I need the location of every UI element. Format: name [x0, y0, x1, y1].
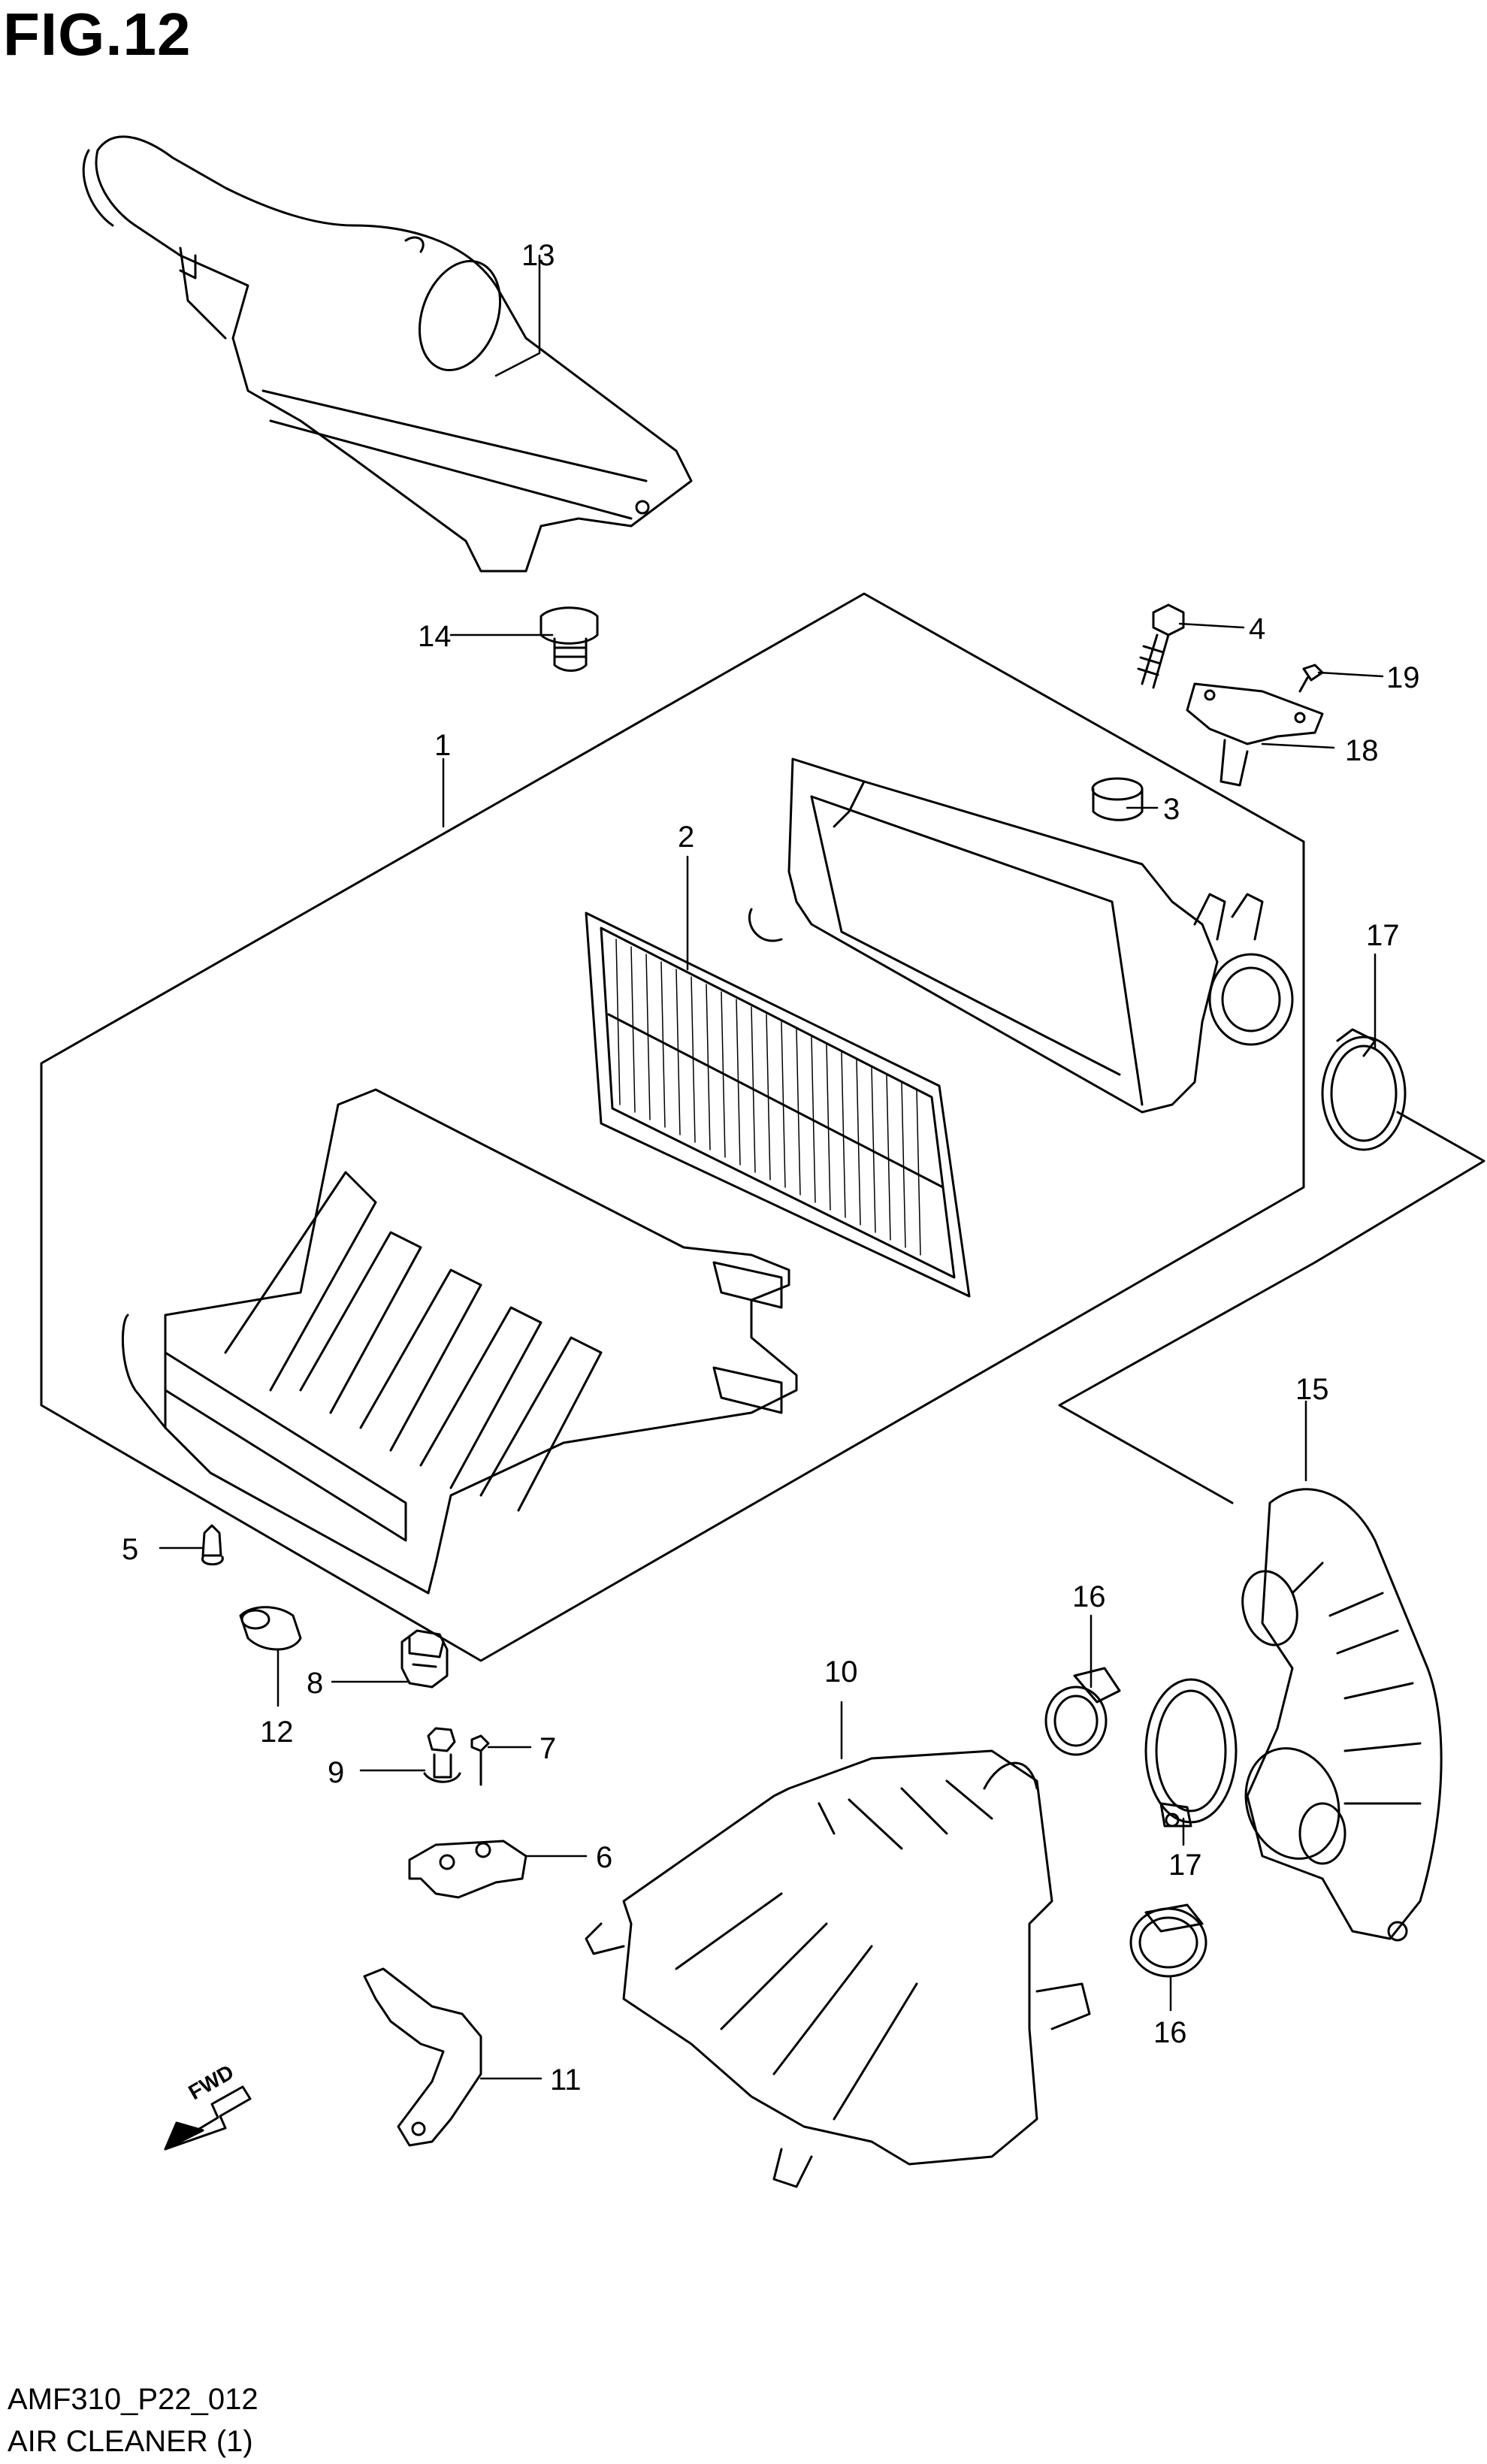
- figure-code: AMF310_P22_012: [8, 2383, 258, 2416]
- callout-7: 7: [539, 1732, 556, 1765]
- screw-part-7: [470, 1734, 490, 1786]
- callout-18: 18: [1345, 734, 1379, 767]
- callout-17-upper: 17: [1366, 919, 1400, 952]
- sensor-part-18: [1186, 682, 1324, 787]
- bolt-part-4: [1137, 603, 1185, 689]
- callout-8: 8: [307, 1667, 323, 1700]
- callout-19: 19: [1386, 661, 1420, 694]
- callout-6: 6: [596, 1841, 612, 1874]
- grommet-part-3: [1091, 777, 1144, 821]
- leader-lines: [159, 254, 1384, 2080]
- callout-3: 3: [1163, 793, 1180, 826]
- callout-11: 11: [550, 2063, 582, 2097]
- resonator-hose-part-15: [1241, 1488, 1443, 1942]
- air-cleaner-upper-cover-part-1: [748, 757, 1294, 1114]
- holder-part-11: [363, 1967, 482, 2147]
- intake-duct-part-13: [82, 135, 693, 573]
- callout-12: 12: [260, 1716, 294, 1749]
- callout-10: 10: [824, 1655, 858, 1689]
- callout-15: 15: [1295, 1373, 1329, 1406]
- callout-9: 9: [328, 1756, 344, 1789]
- assembly-outline-part-1: [40, 592, 1305, 1662]
- air-filter-element-part-2: [585, 912, 971, 1298]
- figure-title: FIG.12: [3, 1, 192, 68]
- callout-16-upper: 16: [1072, 1580, 1106, 1613]
- figure-name: AIR CLEANER (1): [8, 2425, 253, 2458]
- callout-14: 14: [418, 620, 452, 653]
- grommet-part-14: [539, 606, 599, 672]
- nut-part-8: [400, 1629, 449, 1689]
- hose-clamp-part-17-upper: [1321, 1028, 1407, 1151]
- callout-13: 13: [521, 239, 555, 272]
- callout-labels: 13 14 1 2 3 4 19 18 17 15 16 17 16 10 5 …: [122, 239, 1420, 2097]
- air-cleaner-lower-case-part-1: [122, 1088, 798, 1595]
- hose-clamp-part-17-lower: [1144, 1678, 1238, 1828]
- clip-part-5: [201, 1524, 224, 1566]
- fwd-arrow-icon: [164, 2085, 252, 2151]
- callout-5: 5: [122, 1533, 138, 1566]
- bracket-part-6: [408, 1840, 527, 1899]
- screw-part-19: [1298, 664, 1324, 693]
- callout-2: 2: [678, 821, 694, 854]
- hose-clamp-part-16-upper: [1044, 1667, 1121, 1756]
- hose-clamp-part-16-lower: [1129, 1903, 1207, 1978]
- callout-17-lower: 17: [1168, 1849, 1202, 1882]
- bolt-part-9: [423, 1727, 461, 1783]
- assembly-outline-part-15: [1058, 1111, 1485, 1504]
- callout-1: 1: [434, 729, 451, 762]
- resonator-box-part-10: [585, 1749, 1091, 2188]
- cushion-part-12: [239, 1606, 302, 1651]
- callout-4: 4: [1249, 612, 1265, 645]
- callout-16-lower: 16: [1153, 2016, 1187, 2049]
